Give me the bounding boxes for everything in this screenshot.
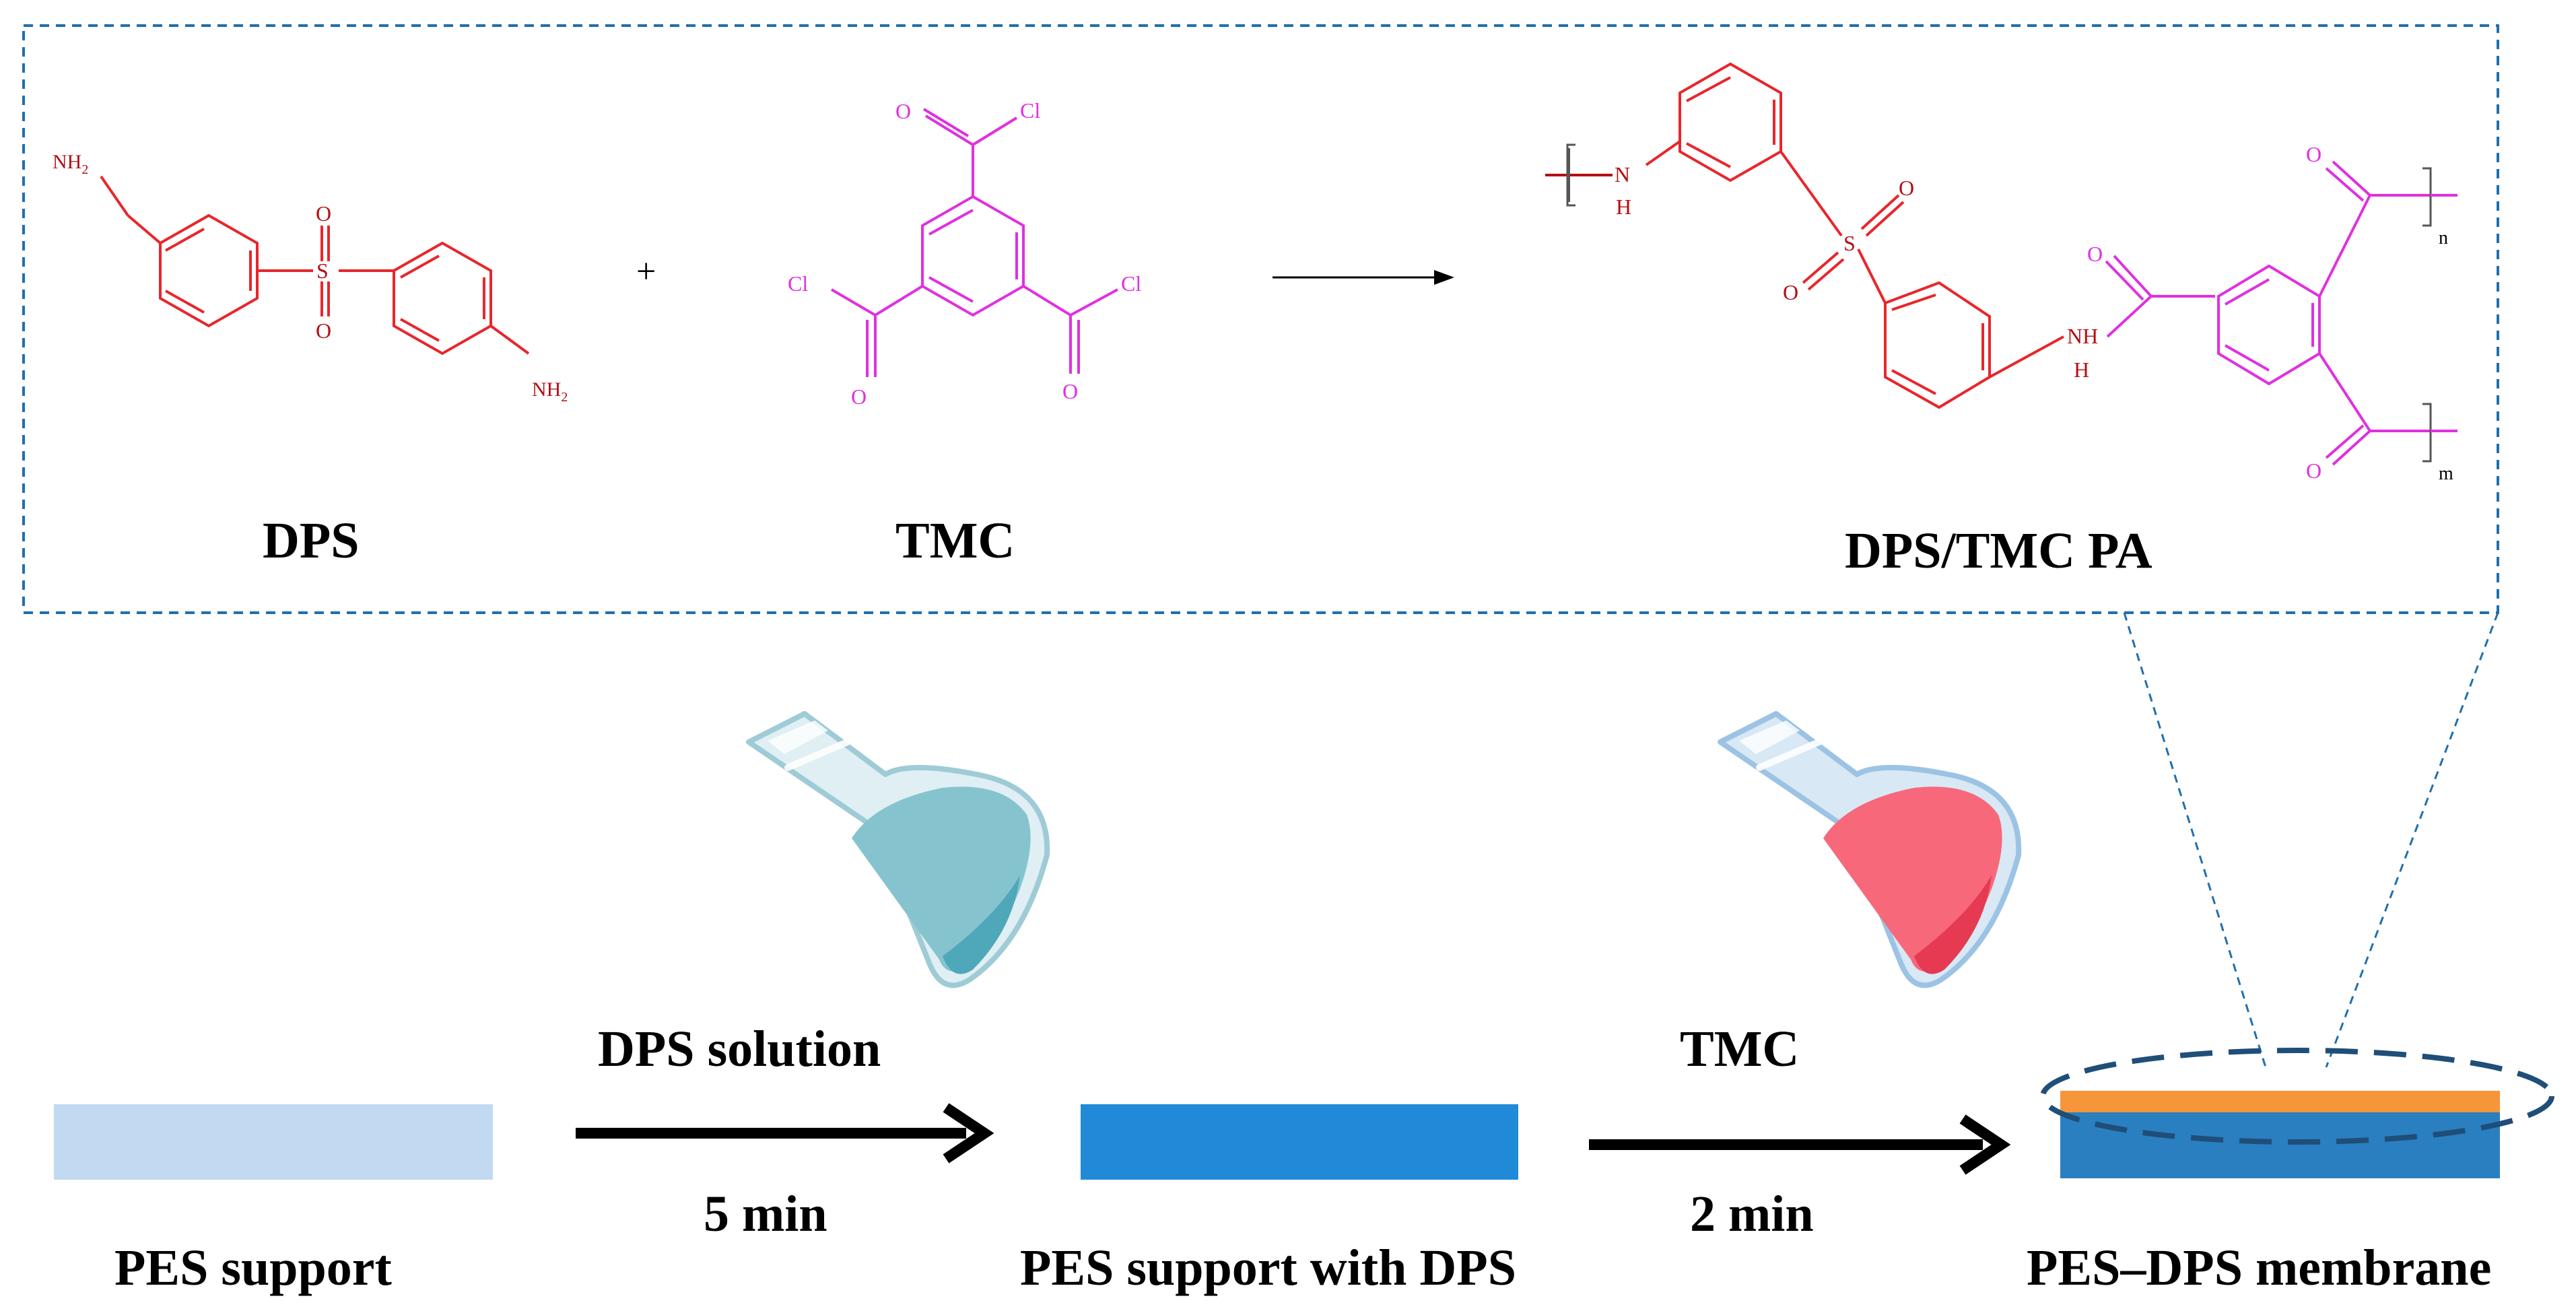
pa-dps-part xyxy=(1545,62,2064,409)
pes-support-strip xyxy=(54,1104,493,1180)
membrane-highlight-ellipse xyxy=(2040,1048,2554,1145)
dps-nh2-right: NH2 xyxy=(532,378,568,405)
pa-nh-mid: NH xyxy=(2067,324,2098,348)
tmc-atoms: O Cl Cl O Cl O xyxy=(788,98,1141,409)
pa-sub-m: m xyxy=(2439,463,2453,484)
pa-layer xyxy=(2060,1091,2500,1112)
tmc-cl-left: Cl xyxy=(788,271,808,296)
pa-o-s-top: O xyxy=(1899,176,1914,200)
dps-nh2-bond-left xyxy=(100,175,129,217)
dps-s-atom: S xyxy=(316,259,329,283)
stage1-label: PES support xyxy=(114,1240,392,1296)
stage3-label: PES–DPS membrane xyxy=(2027,1240,2492,1296)
pa-o-amide: O xyxy=(2087,242,2103,266)
pa-tmc-part xyxy=(2105,160,2451,466)
flask-tmc-icon xyxy=(1718,711,2022,988)
tmc-molecule xyxy=(830,108,1118,377)
dps-molecule xyxy=(127,213,530,356)
step1-time-label: 5 min xyxy=(704,1186,827,1242)
zoom-line-left xyxy=(2123,612,2267,1068)
step2-time-label: 2 min xyxy=(1690,1186,1814,1242)
reaction-arrow xyxy=(1273,270,1454,285)
tmc-o-right: O xyxy=(1062,379,1078,403)
pa-brackets xyxy=(1566,143,2432,463)
pa-o-s-bottom: O xyxy=(1783,280,1798,304)
pa-h-left: H xyxy=(1616,195,1631,219)
pa-sub-n: n xyxy=(2439,228,2448,248)
step1-reagent-label: DPS solution xyxy=(598,1021,881,1077)
tmc-o-top: O xyxy=(895,99,911,123)
tmc-cl-right: Cl xyxy=(1121,271,1141,296)
pa-nh-left: N xyxy=(1615,162,1630,187)
dps-atoms: NH2 S O O NH2 xyxy=(53,151,568,405)
pes-dps-strip xyxy=(1081,1104,1518,1180)
pa-atoms: N H S O O NH H O O O n m xyxy=(1615,142,2453,484)
flask-dps-icon xyxy=(746,711,1050,988)
reaction-frame xyxy=(22,24,2499,614)
dps-o-top: O xyxy=(316,201,331,226)
process-arrow-1 xyxy=(576,1103,994,1164)
stage2-label: PES support with DPS xyxy=(1020,1240,1516,1296)
tmc-o-left: O xyxy=(851,384,867,409)
pa-s-atom: S xyxy=(1843,231,1856,255)
plus-sign: + xyxy=(636,252,656,291)
step2-reagent-label: TMC xyxy=(1680,1021,1800,1077)
tmc-molecule-label: TMC xyxy=(895,512,1015,569)
tmc-cl-top: Cl xyxy=(1020,98,1040,123)
pa-o-bottom: O xyxy=(2306,459,2321,483)
dps-o-bottom: O xyxy=(316,318,331,343)
pa-o-top: O xyxy=(2306,142,2321,166)
dps-molecule-label: DPS xyxy=(263,512,360,569)
process-arrow-2 xyxy=(1589,1114,2011,1175)
pa-h-mid: H xyxy=(2074,358,2089,382)
product-label: DPS/TMC PA xyxy=(1845,522,2153,579)
dps-nh2-left: NH2 xyxy=(53,151,88,177)
zoom-line-right xyxy=(2325,612,2499,1068)
membrane-base xyxy=(2060,1111,2500,1178)
